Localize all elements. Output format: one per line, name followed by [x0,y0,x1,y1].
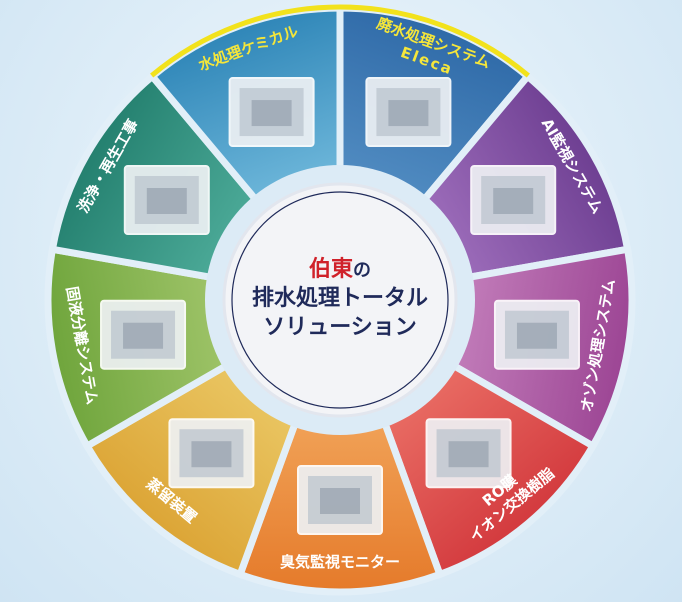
center-title-line3: ソリューション [263,315,417,340]
wastewater-treatment-unit-image [365,77,452,148]
chemical-containers-image [228,77,315,148]
odor-monitor-devices-image [297,465,383,535]
pipe-cleaning-pig-image [123,165,210,235]
ro-membrane-cartridges-image [425,418,512,489]
brand-name: 伯東 [309,256,353,282]
solid-liquid-separation-image [100,299,187,370]
segment-label: 臭気監視モニター [280,553,400,571]
distillation-unit-image [168,418,255,489]
center-title-line1: 伯東の [309,256,371,282]
highlight-arc [150,4,530,78]
center-disc [222,182,458,418]
center-particle: の [353,260,371,281]
center-title-line2: 排水処理トータル [252,285,428,311]
center-disc-outline [231,191,449,409]
segment-label-line: 臭気監視モニター [280,553,400,571]
ozone-treatment-equipment-image [493,299,580,370]
ai-monitoring-cabinet-image [470,165,557,235]
